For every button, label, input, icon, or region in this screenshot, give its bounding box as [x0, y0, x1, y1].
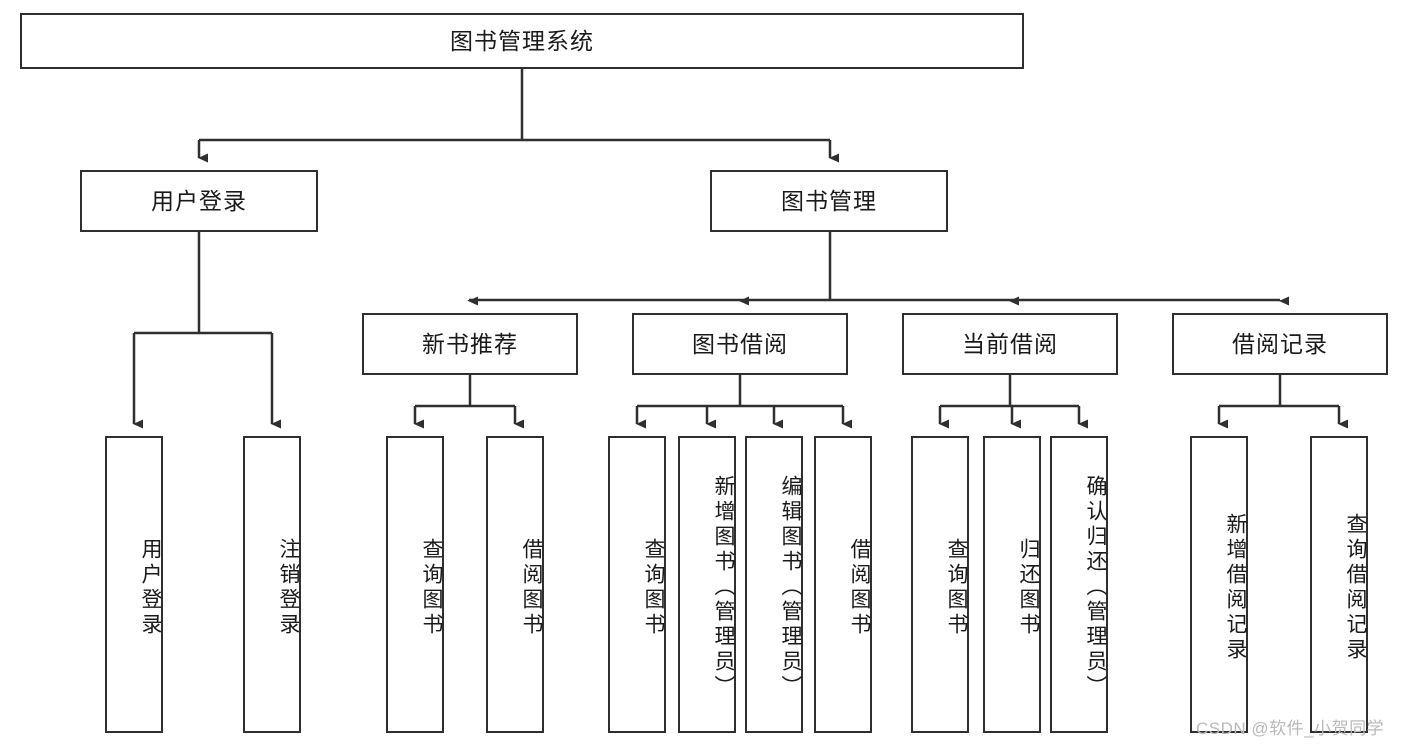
- leaf-user-login-label: 用户登录: [139, 537, 162, 638]
- leaf-current-query-book[interactable]: 查询图书: [911, 436, 969, 733]
- node-user-login[interactable]: 用户登录: [80, 170, 318, 232]
- leaf-current-query-book-label: 查询图书: [945, 537, 968, 638]
- node-root-label: 图书管理系统: [450, 27, 594, 54]
- node-new-book-recommend-label: 新书推荐: [422, 330, 518, 357]
- node-book-borrow[interactable]: 图书借阅: [632, 313, 848, 375]
- leaf-user-logout-label: 注销登录: [277, 537, 300, 638]
- leaf-borrow-add-book-admin[interactable]: 新增图书（管理员）: [678, 436, 736, 733]
- leaf-borrow-edit-book-admin-label: 编辑图书（管理员）: [779, 475, 802, 700]
- node-borrow-history[interactable]: 借阅记录: [1172, 313, 1388, 375]
- leaf-borrow-borrow-book[interactable]: 借阅图书: [814, 436, 872, 733]
- leaf-current-return-book[interactable]: 归还图书: [983, 436, 1041, 733]
- leaf-history-add-record-label: 新增借阅记录: [1224, 512, 1247, 663]
- leaf-history-add-record[interactable]: 新增借阅记录: [1190, 436, 1248, 733]
- node-user-login-label: 用户登录: [151, 187, 247, 214]
- watermark: CSDN @软件_小贺同学: [1196, 719, 1385, 738]
- leaf-current-return-book-label: 归还图书: [1017, 537, 1040, 638]
- leaf-borrow-query-book[interactable]: 查询图书: [608, 436, 666, 733]
- leaf-rec-borrow-book-label: 借阅图书: [520, 537, 543, 638]
- node-root[interactable]: 图书管理系统: [20, 13, 1024, 69]
- node-book-management[interactable]: 图书管理: [710, 170, 948, 232]
- node-current-borrow-label: 当前借阅: [962, 330, 1058, 357]
- leaf-user-logout[interactable]: 注销登录: [243, 436, 301, 733]
- node-new-book-recommend[interactable]: 新书推荐: [362, 313, 578, 375]
- node-borrow-history-label: 借阅记录: [1232, 330, 1328, 357]
- leaf-borrow-edit-book-admin[interactable]: 编辑图书（管理员）: [745, 436, 803, 733]
- leaf-history-query-record-label: 查询借阅记录: [1344, 512, 1367, 663]
- node-book-borrow-label: 图书借阅: [692, 330, 788, 357]
- leaf-borrow-add-book-admin-label: 新增图书（管理员）: [712, 475, 735, 700]
- leaf-rec-query-book-label: 查询图书: [420, 537, 443, 638]
- leaf-rec-borrow-book[interactable]: 借阅图书: [486, 436, 544, 733]
- node-current-borrow[interactable]: 当前借阅: [902, 313, 1118, 375]
- leaf-borrow-query-book-label: 查询图书: [642, 537, 665, 638]
- leaf-user-login[interactable]: 用户登录: [105, 436, 163, 733]
- leaf-current-confirm-return-admin[interactable]: 确认归还（管理员）: [1050, 436, 1108, 733]
- leaf-borrow-borrow-book-label: 借阅图书: [848, 537, 871, 638]
- node-book-management-label: 图书管理: [781, 187, 877, 214]
- leaf-current-confirm-return-admin-label: 确认归还（管理员）: [1084, 475, 1107, 700]
- leaf-history-query-record[interactable]: 查询借阅记录: [1310, 436, 1368, 733]
- leaf-rec-query-book[interactable]: 查询图书: [386, 436, 444, 733]
